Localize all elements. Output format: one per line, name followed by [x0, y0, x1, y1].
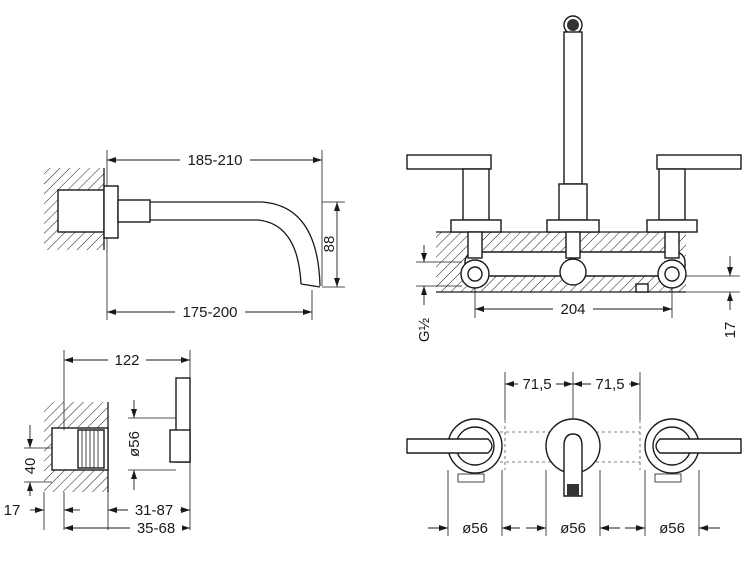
label-right-dia: ø56 [659, 520, 685, 537]
spout-base [558, 183, 588, 221]
spout-top [563, 433, 583, 497]
box-view: 122 ø56 40 17 31-87 [4, 350, 191, 537]
label-mid-dia: ø56 [560, 520, 586, 537]
label-offset: 17 [4, 502, 21, 519]
left-top-lever [406, 438, 493, 454]
label-height: 88 [321, 236, 338, 253]
right-rosette [646, 219, 698, 233]
front-view: 204 G½ 17 [406, 15, 742, 342]
label-left-pitch: 71,5 [522, 376, 551, 393]
top-view: 71,5 71,5 ø56 ø56 ø56 [406, 372, 742, 537]
right-top-lever [655, 438, 742, 454]
label-range-inner: 31-87 [135, 502, 173, 519]
label-total-top: 185-210 [187, 152, 242, 169]
spout-collar [117, 199, 151, 223]
label-box-height: 40 [22, 458, 39, 475]
spout-rosette [546, 219, 600, 233]
label-thread: G½ [416, 317, 433, 342]
label-total-bottom: 175-200 [182, 304, 237, 321]
label-left-dia: ø56 [462, 520, 488, 537]
spout-inner [150, 219, 302, 285]
right-lever [656, 154, 742, 170]
label-right-pitch: 71,5 [595, 376, 624, 393]
spout-pipe [563, 31, 583, 185]
label-spacing: 204 [560, 301, 585, 318]
left-lever [406, 154, 492, 170]
spout-outer [150, 201, 321, 287]
mid-outlet [559, 258, 587, 286]
label-front-right: 17 [722, 322, 739, 339]
right-valve [658, 168, 686, 221]
label-depth: 122 [114, 352, 139, 369]
label-flange: ø56 [126, 431, 143, 457]
label-range-outer: 35-68 [137, 520, 175, 537]
handle-hub [169, 429, 191, 463]
left-rosette [450, 219, 502, 233]
mixer-body [57, 189, 105, 233]
side-view: 185-210 175-200 88 [44, 150, 345, 321]
wall-rosette [103, 185, 119, 239]
left-valve [462, 168, 490, 221]
spout-tip [300, 283, 321, 288]
